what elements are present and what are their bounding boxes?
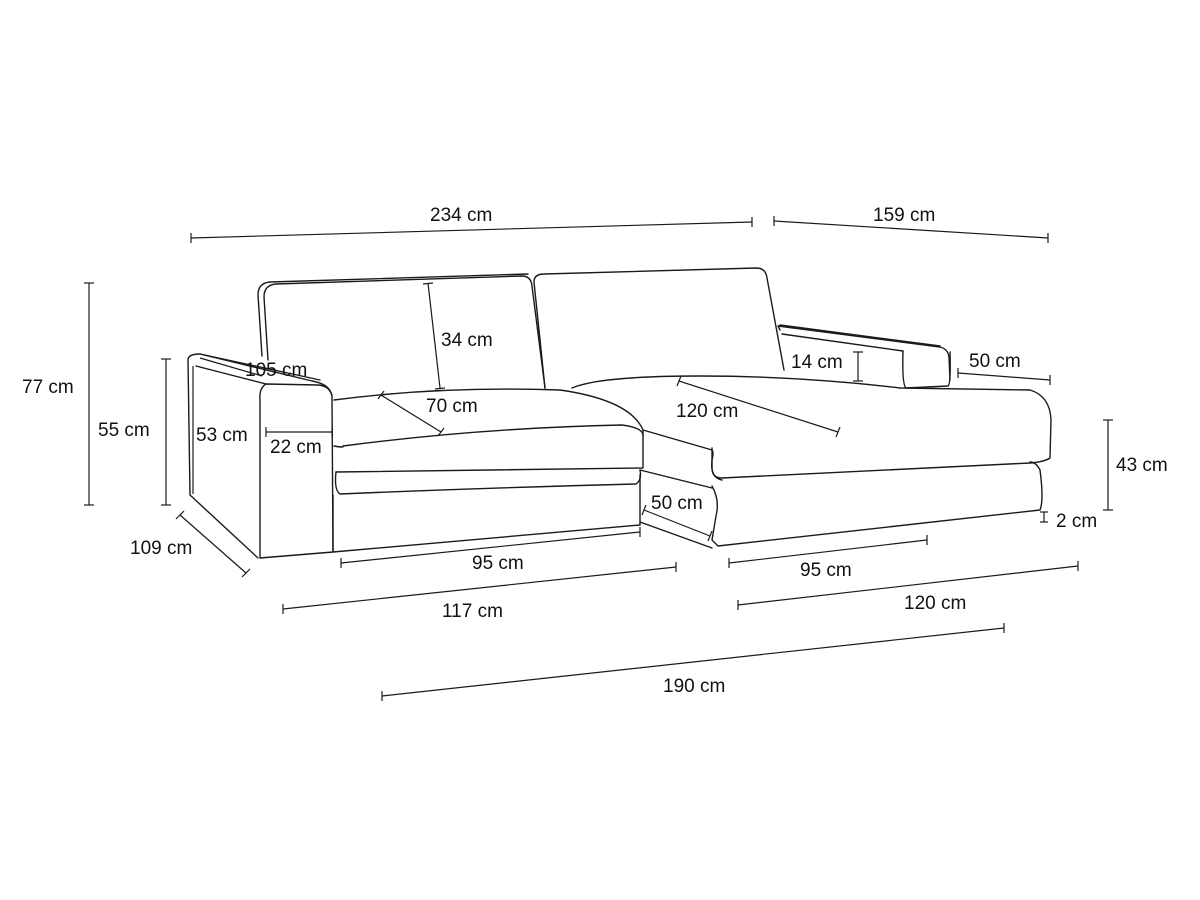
back-frame-left xyxy=(257,273,529,357)
chaise-armrest xyxy=(777,325,951,381)
label-width-left: 234 cm xyxy=(430,205,492,226)
label-total-length: 190 cm xyxy=(663,676,725,697)
left-armrest-front xyxy=(259,383,334,559)
label-seat-height: 43 cm xyxy=(1116,455,1168,476)
chaise-seat-cushion xyxy=(571,375,1052,479)
label-chaise-arm-height: 14 cm xyxy=(791,352,843,373)
chaise-seat-front xyxy=(642,429,723,481)
left-base xyxy=(332,474,641,553)
label-arm-length: 105 cm xyxy=(245,360,307,381)
back-cushion-right xyxy=(533,267,785,389)
label-depth: 109 cm xyxy=(130,538,192,559)
label-total-height: 77 cm xyxy=(22,377,74,398)
chaise-armrest-front xyxy=(902,350,951,389)
label-seat-width-right: 95 cm xyxy=(800,560,852,581)
label-seat-width-left: 95 cm xyxy=(472,553,524,574)
left-seat-cushion-front xyxy=(333,424,644,448)
left-seat-cushion xyxy=(333,388,644,473)
label-base-left: 117 cm xyxy=(442,601,503,622)
chaise-armrest-top xyxy=(779,324,941,352)
chaise-base-front xyxy=(639,469,713,549)
label-inner-arm-height: 53 cm xyxy=(196,425,248,446)
sofa-outline xyxy=(187,267,1052,559)
label-base-right: 120 cm xyxy=(904,593,966,614)
label-chaise-front-width: 50 cm xyxy=(651,493,703,514)
dimension-lines xyxy=(84,216,1113,701)
label-seat-depth: 70 cm xyxy=(426,396,478,417)
label-arm-height: 55 cm xyxy=(98,420,150,441)
label-chaise-arm-length: 50 cm xyxy=(969,351,1021,372)
dimension-labels: 234 cm 159 cm 77 cm 55 cm 53 cm 105 cm 2… xyxy=(22,205,1168,697)
label-back-cushion-height: 34 cm xyxy=(441,330,493,351)
label-chaise-seat-length: 120 cm xyxy=(676,401,738,422)
label-foot-height: 2 cm xyxy=(1056,511,1097,532)
left-seat-cushion-bottom xyxy=(334,469,642,495)
back-cushion-left xyxy=(263,275,546,389)
label-arm-width: 22 cm xyxy=(270,437,322,458)
label-width-right: 159 cm xyxy=(873,205,935,226)
chaise-base xyxy=(711,461,1043,547)
